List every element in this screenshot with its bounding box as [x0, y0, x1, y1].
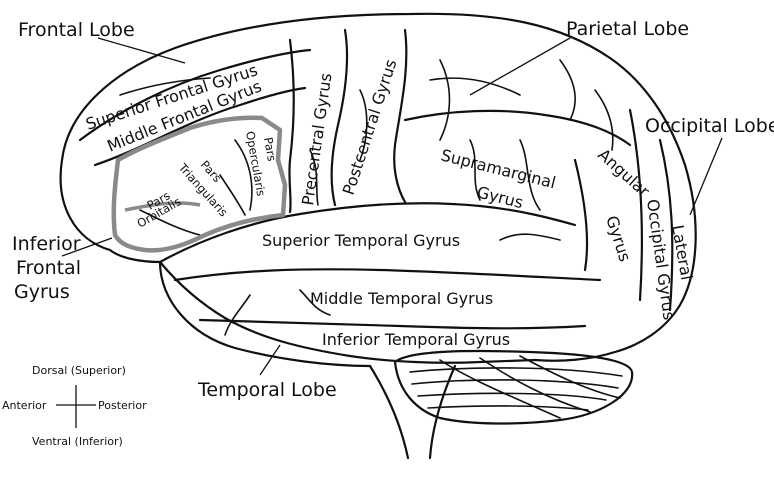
occipital-lobe-label: Occipital Lobe	[645, 115, 774, 137]
angular-gyrus-label-line1: Angular	[594, 145, 653, 201]
dorsal-label: Dorsal (Superior)	[32, 364, 126, 377]
supramarginal-gyrus-label-line1: Supramarginal	[439, 145, 558, 192]
inferior-frontal-gyrus-label-line2: Frontal	[16, 257, 81, 279]
inferior-frontal-gyrus-label-line1: Inferior	[12, 233, 81, 255]
posterior-label: Posterior	[98, 399, 147, 412]
pars-divider-1	[124, 201, 201, 212]
brain-outline	[59, 12, 697, 364]
inferior-frontal-gyrus-label-line3: Gyrus	[14, 281, 70, 303]
inferior-frontal-gyrus-outline	[111, 115, 288, 253]
precentral-gyrus-label: Precentral Gyrus	[298, 72, 335, 207]
inferior-temporal-gyrus-label: Inferior Temporal Gyrus	[322, 330, 510, 349]
lateral-occipital-gyrus-label-line2: Occipital Gyrus	[643, 198, 679, 321]
brainstem	[368, 364, 457, 460]
orientation-key: Dorsal (Superior) Anterior Posterior Ven…	[2, 364, 147, 448]
sulci	[78, 28, 674, 330]
ventral-label: Ventral (Inferior)	[32, 435, 123, 448]
superior-temporal-gyrus-label: Superior Temporal Gyrus	[262, 231, 460, 250]
parietal-lobe-label: Parietal Lobe	[566, 18, 689, 40]
cerebellum-folia	[409, 355, 623, 419]
minor-sulci	[119, 59, 614, 336]
postcentral-gyrus-label: Postcentral Gyrus	[339, 57, 401, 197]
angular-gyrus-label-line2: Gyrus	[602, 213, 635, 263]
leader-lines	[61, 37, 723, 376]
middle-temporal-gyrus-label: Middle Temporal Gyrus	[310, 289, 493, 308]
pars-opercularis-label-line1: Pars	[261, 136, 279, 162]
temporal-lobe-label: Temporal Lobe	[197, 379, 337, 401]
temporal-lobe-outline	[158, 260, 372, 368]
frontal-lobe-label: Frontal Lobe	[18, 19, 135, 41]
anterior-label: Anterior	[2, 399, 47, 412]
